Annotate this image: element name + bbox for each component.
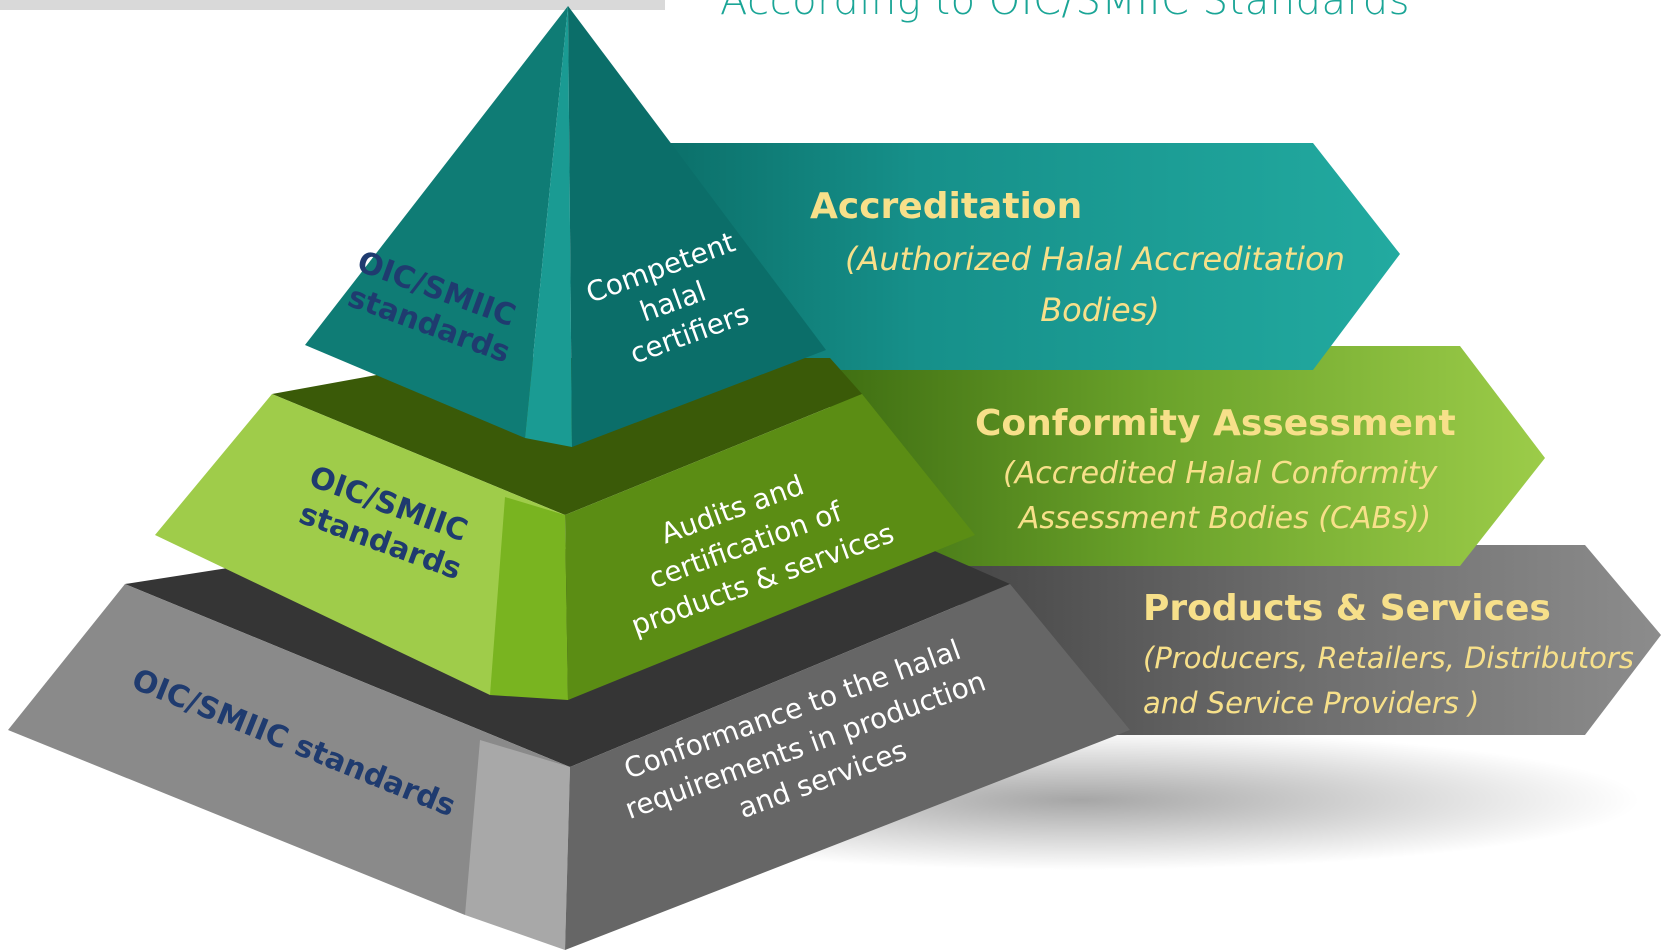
products-services-title: Products & Services xyxy=(1143,588,1551,629)
bottom-tier-left-face xyxy=(8,584,570,915)
bottom-tier-left-inner xyxy=(465,740,570,950)
arrow-accreditation xyxy=(660,143,1400,370)
accreditation-subtitle: (Authorized Halal Accreditation Bodies) xyxy=(845,240,1355,329)
top-tier-mid-face xyxy=(525,6,572,447)
middle-tier-right-face xyxy=(565,394,975,700)
products-services-subtitle: (Producers, Retailers, Distributors and … xyxy=(1143,641,1643,720)
middle-tier-left-inner xyxy=(490,497,568,700)
bottom-tier-right-face xyxy=(565,584,1130,950)
conformity-assessment-title: Conformity Assessment xyxy=(975,403,1456,444)
conformity-assessment-subtitle: (Accredited Halal Conformity Assessment … xyxy=(1003,456,1447,536)
accreditation-title: Accreditation xyxy=(810,186,1082,227)
arrow-conformity-assessment xyxy=(830,346,1545,566)
middle-tier-left-face xyxy=(155,394,565,695)
arrow-products-services xyxy=(960,545,1661,735)
top-tier-left-face xyxy=(305,6,568,438)
top-tier-right-face xyxy=(568,6,826,447)
diagram-heading: According to OIC/SMIIC Standards xyxy=(720,0,1410,24)
top-divider-bar xyxy=(0,0,665,10)
